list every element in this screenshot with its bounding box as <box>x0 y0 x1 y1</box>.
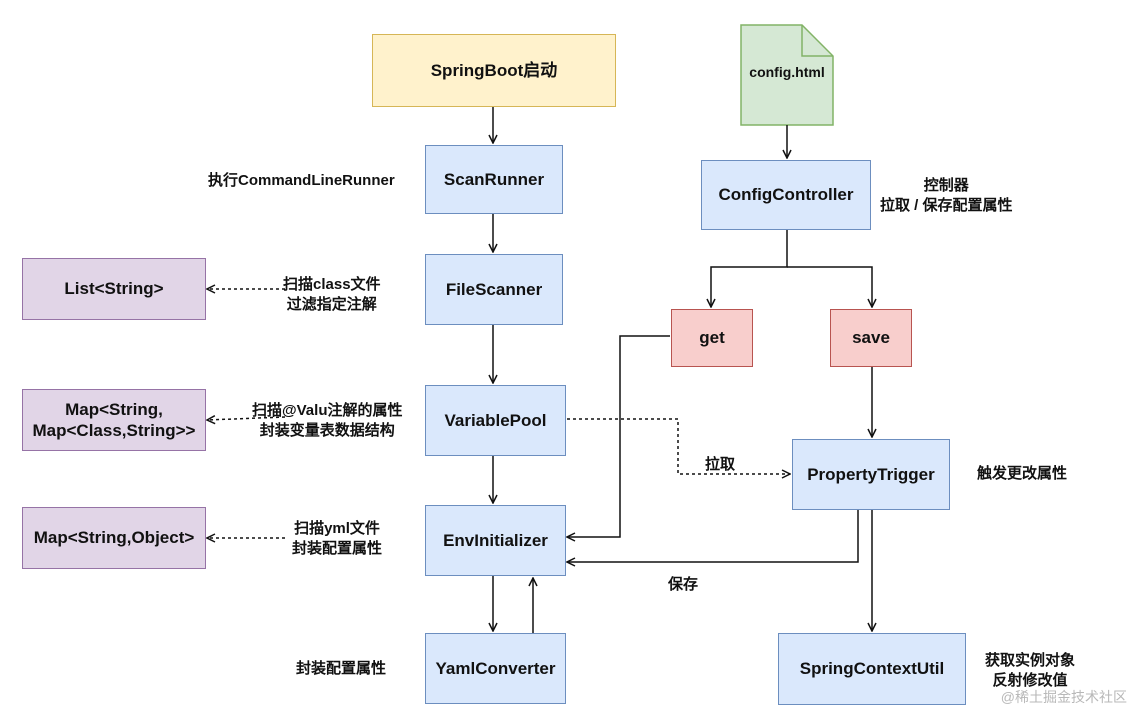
scan-class-line1: 扫描class文件 <box>283 276 381 293</box>
config-html-document <box>740 24 834 126</box>
watermark: @稀土掘金技术社区 <box>1000 689 1127 705</box>
map-nested-node[interactable]: Map<String, Map<Class,String>> <box>22 389 206 451</box>
scan-yml-line1: 扫描yml文件 <box>294 520 380 537</box>
map-nested-line2: Map<Class,String>> <box>32 421 196 440</box>
instance-desc-line2: 反射修改值 <box>992 672 1068 690</box>
get-node[interactable]: get <box>671 309 753 367</box>
arrow-to-map-nested <box>207 417 286 420</box>
arrow-get-env <box>567 335 670 537</box>
scan-value-line1: 扫描@Valu注解的属性 <box>252 402 403 419</box>
scan-class-label: 扫描class文件 过滤指定注解 <box>283 275 381 316</box>
config-controller-node[interactable]: ConfigController <box>701 160 871 230</box>
scan-yml-label: 扫描yml文件 封装配置属性 <box>292 519 382 560</box>
springboot-start-node[interactable]: SpringBoot启动 <box>372 34 616 107</box>
branch-controller <box>711 230 788 307</box>
yaml-converter-node[interactable]: YamlConverter <box>425 633 566 704</box>
variable-pool-node[interactable]: VariablePool <box>425 385 566 456</box>
save-node[interactable]: save <box>830 309 912 367</box>
map-object-node[interactable]: Map<String,Object> <box>22 507 206 569</box>
env-initializer-node[interactable]: EnvInitializer <box>425 505 566 576</box>
trigger-desc-label: 触发更改属性 <box>977 465 1068 482</box>
arrow-pool-trigger <box>567 418 790 474</box>
scan-value-label: 扫描@Valu注解的属性 封装变量表数据结构 <box>252 401 402 442</box>
controller-desc-line1: 控制器 <box>923 177 969 194</box>
pull-label: 拉取 <box>705 456 736 473</box>
scan-class-line2: 过滤指定注解 <box>286 296 377 314</box>
map-nested-line1: Map<String, <box>65 399 163 419</box>
scan-value-line2: 封装变量表数据结构 <box>259 422 395 440</box>
controller-desc-label: 控制器 拉取 / 保存配置属性 <box>880 176 1013 217</box>
spring-context-util-node[interactable]: SpringContextUtil <box>778 633 966 705</box>
save-edge-label: 保存 <box>668 576 699 593</box>
list-string-node[interactable]: List<String> <box>22 258 206 320</box>
exec-runner-label: 执行CommandLineRunner <box>208 172 395 189</box>
wrap-config-label: 封装配置属性 <box>296 660 387 677</box>
arrow-trigger-env <box>567 510 859 562</box>
property-trigger-node[interactable]: PropertyTrigger <box>792 439 950 510</box>
controller-desc-line2: 拉取 / 保存配置属性 <box>880 197 1013 215</box>
file-scanner-node[interactable]: FileScanner <box>425 254 563 325</box>
instance-desc-line1: 获取实例对象 <box>985 652 1076 669</box>
config-html-label: config.html <box>749 64 825 80</box>
scan-yml-line2: 封装配置属性 <box>292 540 383 558</box>
scan-runner-node[interactable]: ScanRunner <box>425 145 563 214</box>
instance-desc-label: 获取实例对象 反射修改值 <box>985 651 1075 692</box>
